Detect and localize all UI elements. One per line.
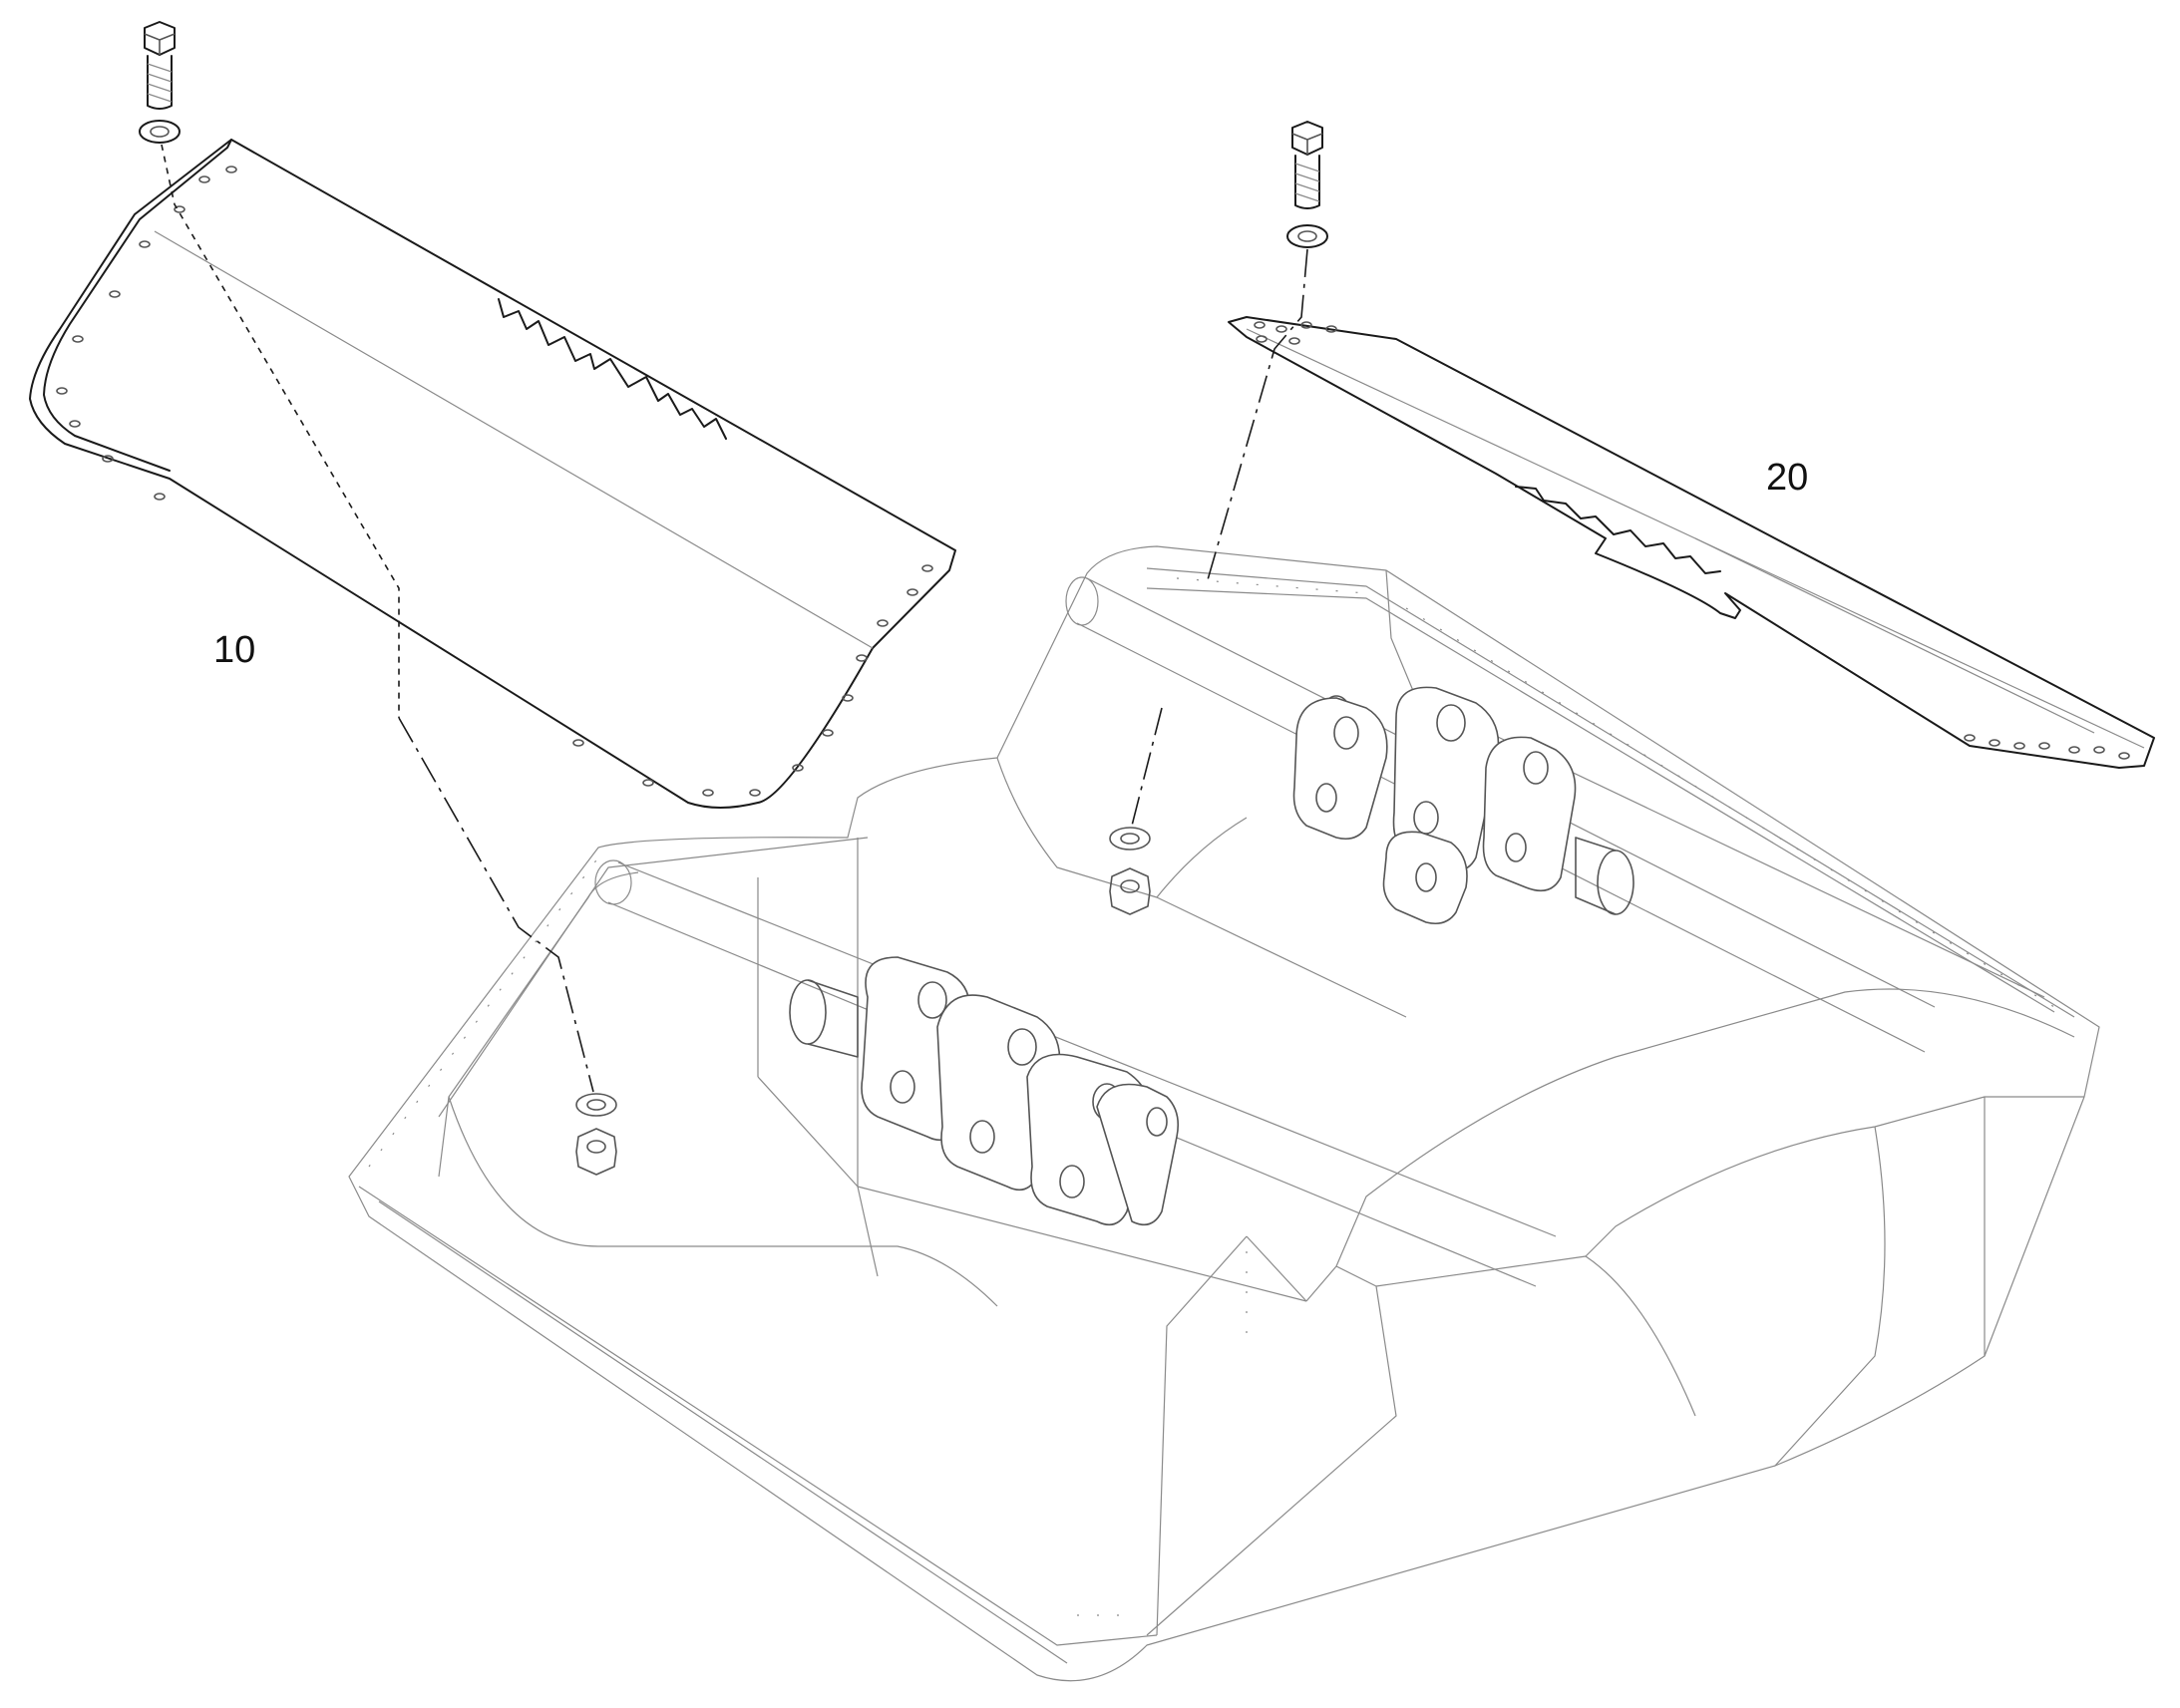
callout-10: 10 [213,629,256,671]
front-nut-washer [575,1093,617,1176]
callout-20: 20 [1766,457,1809,499]
front-clevis-lugs [861,956,1180,1226]
front-cross-shaft [594,859,1557,1287]
bolt-left [144,21,176,110]
assembly-leader-lines [161,144,1308,1093]
bolt-right [1291,121,1323,209]
rear-nut-washer [1109,827,1151,915]
wear-plate-10 [29,139,956,809]
rear-clevis-lugs [1292,686,1577,925]
washer-right [1286,224,1328,248]
bucket-body [348,545,2100,1682]
wear-plate-20 [1228,316,2155,769]
rear-cross-shaft [1065,576,1936,1053]
washer-left [139,120,181,144]
